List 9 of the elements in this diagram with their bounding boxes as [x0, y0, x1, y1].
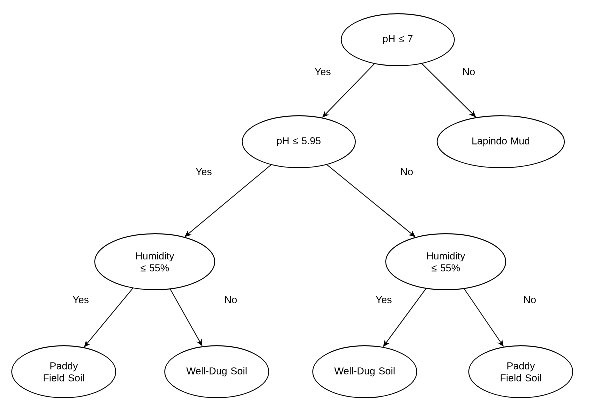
edge-label: No	[224, 296, 238, 304]
edge-label: No	[522, 296, 538, 304]
edge-label: No	[400, 168, 414, 176]
edge-label: Yes	[374, 296, 394, 304]
arrow	[464, 288, 504, 347]
edge-label: Yes	[194, 168, 214, 176]
edge-label: Yes	[72, 296, 90, 304]
edge-label: No	[462, 68, 476, 76]
edge-label: Yes	[314, 68, 332, 76]
